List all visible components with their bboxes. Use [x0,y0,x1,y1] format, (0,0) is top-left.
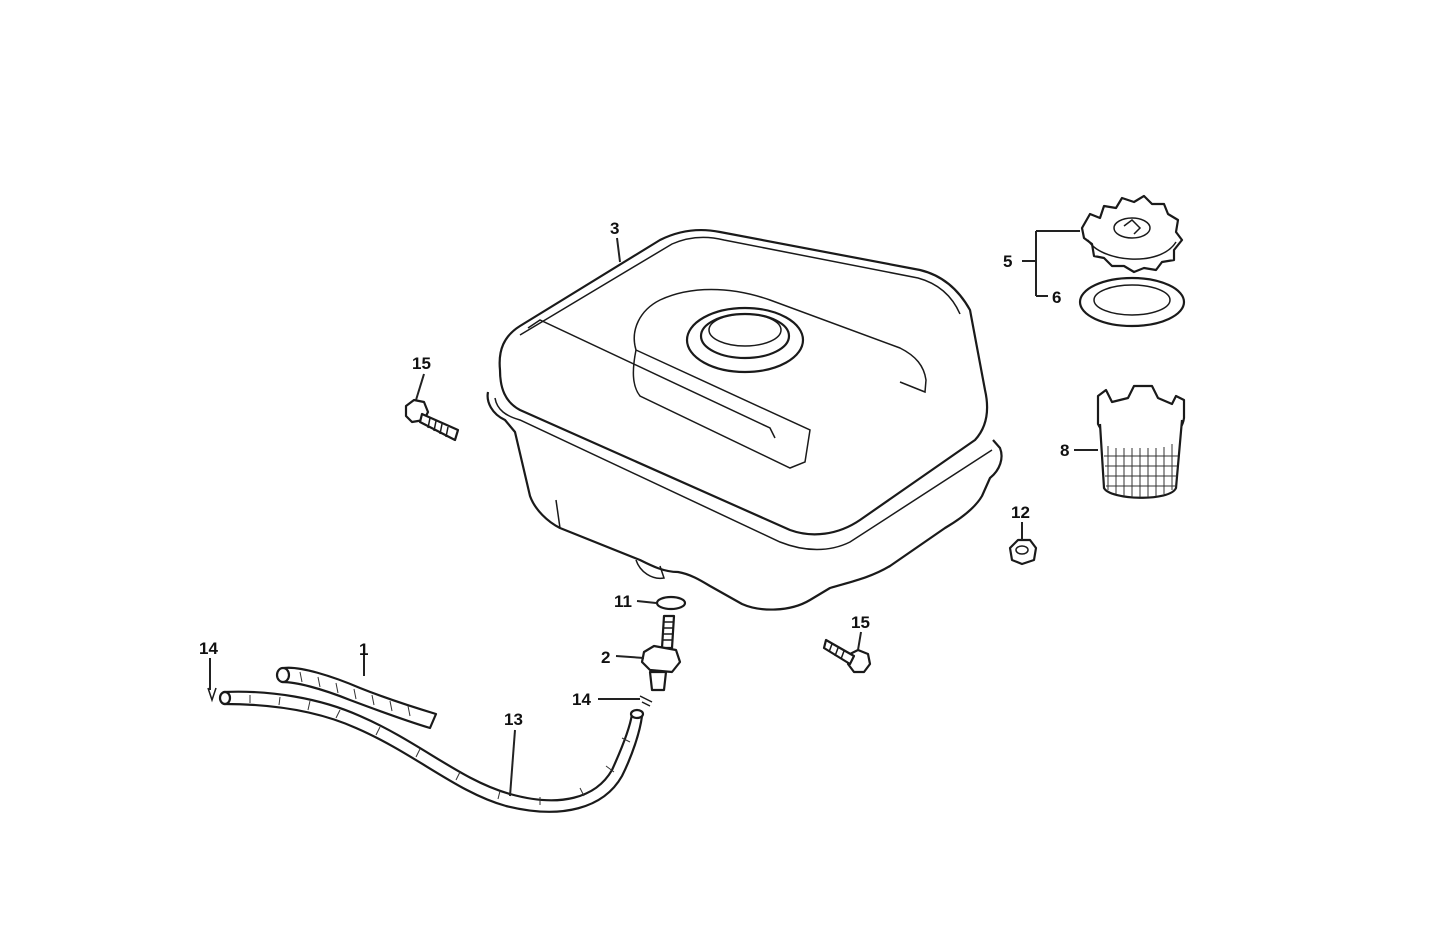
cap-gasket [1078,276,1186,328]
callout-clip-right: 14 [572,690,591,709]
fuel-filler-cap [1080,194,1184,274]
fuel-tank [486,229,1003,611]
callout-clip-left: 14 [199,639,218,658]
fuel-hose-long [218,690,645,813]
callout-fuel-tank: 3 [610,219,619,238]
callout-hose-long: 13 [504,710,523,729]
callout-labels: 3 5 6 8 12 15 15 11 2 14 1 13 14 [199,219,1069,729]
callout-bolt-left: 15 [412,354,431,373]
callout-cock-gasket: 11 [614,592,632,611]
callout-bolt-right: 15 [851,613,870,632]
fuel-strainer [1096,384,1186,499]
cock-gasket [655,595,687,611]
fuel-cock [640,614,682,692]
flange-bolt-right [822,638,872,674]
callout-nut: 12 [1011,503,1030,522]
flange-nut [1008,538,1038,566]
callout-hose-short: 1 [359,640,368,659]
callout-fuel-cock: 2 [601,648,610,667]
fuel-hose-short [275,666,438,730]
hose-clip-right [639,695,653,707]
callout-strainer: 8 [1060,441,1069,460]
strainer-mesh [1104,444,1178,497]
callout-cap-assembly: 5 [1003,252,1012,271]
flange-bolt-left [404,398,460,442]
callout-cap-gasket: 6 [1052,288,1061,307]
hose-clip-left [207,687,217,703]
leader-lines [209,230,1098,797]
